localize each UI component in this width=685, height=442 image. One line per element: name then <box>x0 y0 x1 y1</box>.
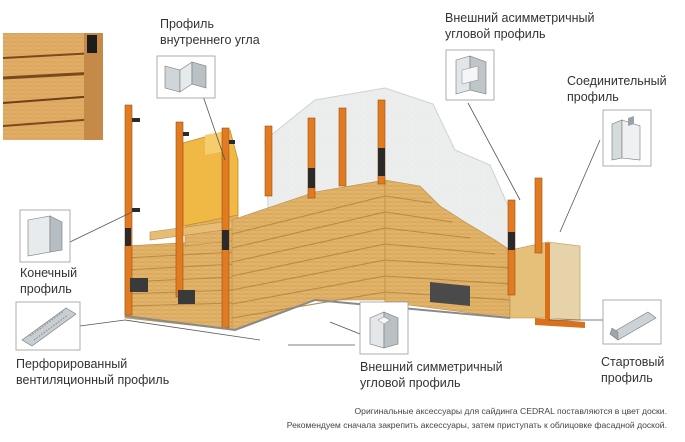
label-starter: Стартовый профиль <box>601 354 664 386</box>
label-outer-asymmetric-line1: Внешний асимметричный <box>445 11 595 25</box>
label-ventilation: Перфорированный вентиляционный профиль <box>16 356 169 388</box>
label-inner-corner-line1: Профиль <box>160 17 214 31</box>
label-ventilation-line1: Перфорированный <box>16 357 128 371</box>
ventilation-profile-icon <box>15 301 81 351</box>
inner-corner-profile-icon <box>156 55 216 99</box>
label-connector: Соединительный профиль <box>567 73 667 105</box>
siding-sample-inset <box>2 33 103 140</box>
label-outer-symmetric: Внешний симметричный угловой профиль <box>360 359 503 391</box>
outer-asymmetric-corner-icon <box>445 49 495 101</box>
leader-lines <box>69 95 618 346</box>
right-end-wall <box>509 241 585 328</box>
starter-profile-icon <box>602 299 662 345</box>
label-connector-line2: профиль <box>567 90 619 104</box>
end-profile-icon <box>19 209 71 263</box>
label-ventilation-line2: вентиляционный профиль <box>16 373 170 387</box>
footnote-line2: Рекомендуем сначала закрепить аксессуары… <box>286 420 667 430</box>
label-connector-line1: Соединительный <box>567 74 667 88</box>
label-starter-line2: профиль <box>601 371 653 385</box>
starter-strip-base <box>124 278 511 332</box>
label-outer-asymmetric-line2: угловой профиль <box>445 27 546 41</box>
label-outer-symmetric-line2: угловой профиль <box>360 376 461 390</box>
label-starter-line1: Стартовый <box>601 355 665 369</box>
insulation-panel <box>182 129 239 227</box>
label-end-profile: Конечный профиль <box>20 265 77 297</box>
label-end-profile-line2: профиль <box>20 282 72 296</box>
label-end-profile-line1: Конечный <box>20 266 78 280</box>
label-inner-corner: Профиль внутреннего угла <box>160 16 260 48</box>
label-inner-corner-line2: внутреннего угла <box>160 33 260 47</box>
outer-symmetric-corner-icon <box>359 301 409 355</box>
right-wall-siding <box>384 179 511 319</box>
label-outer-symmetric-line1: Внешний симметричный <box>360 360 503 374</box>
footnote-line1: Оригинальные аксессуары для сайдинга CED… <box>354 406 667 416</box>
label-outer-asymmetric: Внешний асимметричный угловой профиль <box>445 10 595 42</box>
metal-brackets <box>125 118 515 250</box>
connector-profile-icon <box>602 109 652 167</box>
